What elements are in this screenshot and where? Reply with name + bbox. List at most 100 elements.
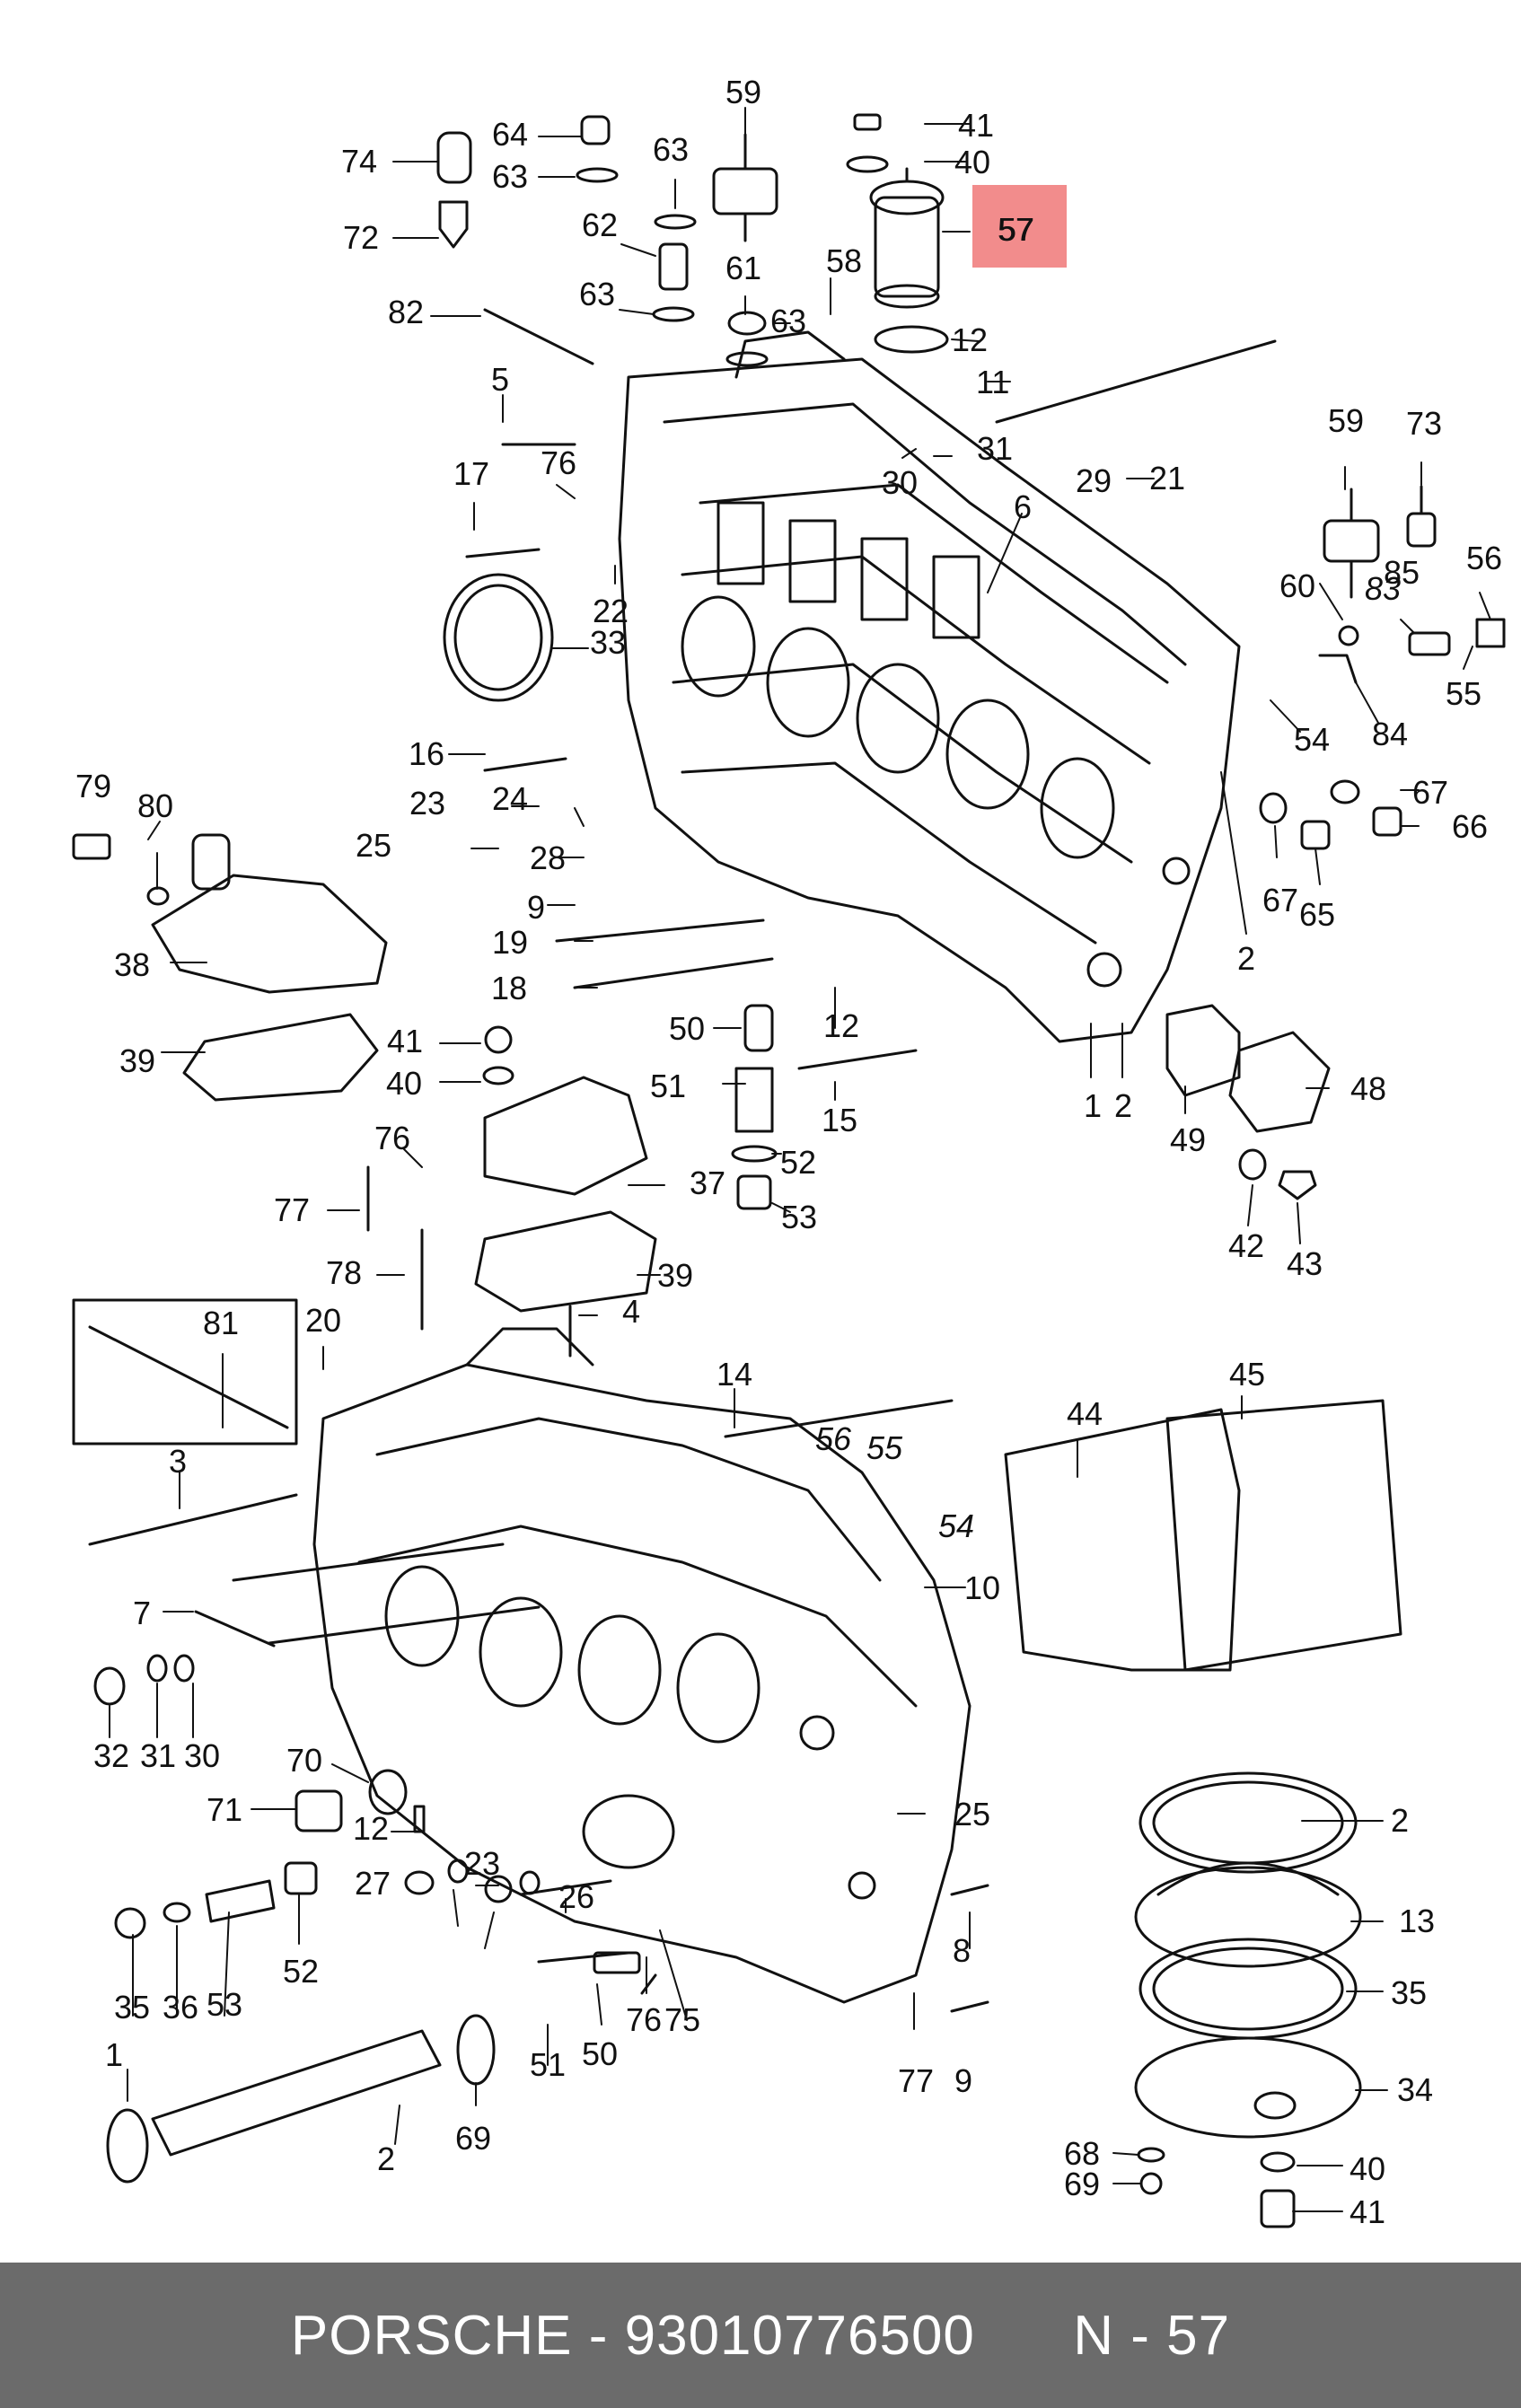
callout-label-26: 26 [558, 1878, 594, 1915]
handwritten-label-54: 54 [938, 1507, 974, 1544]
lower-crankcase-half [312, 1327, 972, 2004]
callout-label-15: 15 [822, 1102, 857, 1138]
callout-label-74: 74 [341, 143, 377, 180]
callout-label-37: 37 [690, 1164, 725, 1201]
callout-label-63: 63 [653, 131, 689, 168]
callout-label-6: 6 [1014, 488, 1032, 525]
callout-label-30: 30 [184, 1737, 220, 1774]
callout-label-72: 72 [343, 219, 379, 256]
callout-label-78: 78 [326, 1254, 362, 1291]
callout-label-9: 9 [954, 2062, 972, 2099]
callout-label-4: 4 [622, 1293, 640, 1330]
callout-label-31: 31 [977, 430, 1013, 467]
footer-part-number: 93010776500 [624, 2304, 975, 2367]
footer-bar: PORSCHE - 93010776500 N - 57 [0, 2263, 1521, 2408]
callout-label-52: 52 [780, 1144, 816, 1181]
callout-label-51: 51 [650, 1068, 686, 1104]
callout-label-54: 54 [1294, 721, 1330, 758]
bottom-left-components [93, 1654, 989, 2184]
handwritten-label-55: 55 [866, 1429, 903, 1466]
handwritten-labels: 83 56 55 54 [815, 570, 1401, 1544]
footer-brand: PORSCHE [290, 2304, 573, 2367]
callout-label-19: 19 [492, 924, 528, 961]
callout-label-33: 33 [590, 624, 626, 661]
highlight-box [972, 185, 1067, 268]
callout-label-55: 55 [1446, 675, 1481, 712]
callout-label-21: 21 [1149, 460, 1185, 497]
callout-label-12: 12 [952, 321, 988, 358]
footer-gap [975, 2304, 1073, 2368]
callout-label-64: 64 [492, 116, 528, 153]
handwritten-label-83: 83 [1365, 570, 1401, 607]
callout-label-14: 14 [717, 1356, 752, 1393]
callout-label-25: 25 [954, 1796, 990, 1832]
callout-label-82: 82 [388, 294, 424, 330]
callout-label-76: 76 [626, 2001, 662, 2038]
part-57-housing [869, 167, 945, 309]
callout-label-63: 63 [492, 158, 528, 195]
callout-label-58: 58 [826, 242, 862, 279]
handwritten-label-56: 56 [815, 1420, 852, 1457]
callout-label-3: 3 [169, 1443, 187, 1480]
callout-label-77: 77 [898, 2062, 934, 2099]
callout-label-67: 67 [1412, 774, 1448, 811]
callout-label-9: 9 [527, 889, 545, 926]
sump-plates [1004, 1399, 1402, 2228]
right-side-components [1165, 485, 1506, 1200]
callout-label-56: 56 [1466, 540, 1502, 576]
highlight-label-57: 57 [998, 211, 1033, 248]
footer-separator-2 [608, 2304, 624, 2368]
studs [88, 308, 1277, 1648]
callout-label-51: 51 [530, 2046, 566, 2083]
callout-label-49: 49 [1170, 1121, 1206, 1158]
callout-label-81: 81 [203, 1305, 239, 1341]
callout-label-70: 70 [286, 1742, 322, 1779]
callout-label-50: 50 [669, 1010, 705, 1047]
callout-label-48: 48 [1350, 1070, 1386, 1107]
callout-label-5: 5 [491, 361, 509, 398]
callout-label-17: 17 [453, 455, 489, 492]
callout-label-39: 39 [657, 1257, 693, 1294]
callout-label-69: 69 [455, 2120, 491, 2157]
callout-label-2: 2 [1391, 1802, 1409, 1839]
callout-label-76: 76 [374, 1120, 410, 1156]
callout-label-41: 41 [958, 107, 994, 144]
callout-label-59: 59 [1328, 402, 1364, 439]
callout-label-65: 65 [1299, 896, 1335, 933]
callout-label-66: 66 [1452, 808, 1488, 845]
callout-label-7: 7 [133, 1595, 151, 1631]
callout-label-40: 40 [1350, 2150, 1385, 2187]
callout-label-53: 53 [207, 1986, 242, 2023]
callout-label-69: 69 [1064, 2166, 1100, 2202]
callout-label-41: 41 [387, 1023, 423, 1059]
callout-label-44: 44 [1067, 1395, 1103, 1432]
callout-label-35: 35 [114, 1989, 150, 2026]
callout-label-20: 20 [305, 1302, 341, 1339]
callout-label-79: 79 [75, 768, 111, 804]
callout-label-39: 39 [119, 1042, 155, 1079]
callout-label-42: 42 [1228, 1227, 1264, 1264]
callout-label-23: 23 [409, 785, 445, 822]
callout-label-2: 2 [1114, 1087, 1132, 1124]
footer-separator [572, 2304, 588, 2368]
callout-label-63: 63 [579, 276, 615, 312]
callout-label-10: 10 [964, 1569, 1000, 1606]
callout-label-34: 34 [1397, 2071, 1433, 2108]
callout-label-40: 40 [954, 144, 990, 180]
leader-lines [109, 107, 1491, 2212]
callout-label-57: 57 [998, 211, 1034, 248]
callout-label-77: 77 [274, 1191, 310, 1228]
callout-label-73: 73 [1406, 405, 1442, 442]
footer-sep-dash: - [588, 2304, 609, 2367]
callout-label-2: 2 [1237, 940, 1255, 977]
callout-label-1: 1 [1084, 1087, 1102, 1124]
callout-label-1: 1 [105, 2036, 123, 2073]
callout-label-28: 28 [530, 839, 566, 876]
callout-label-75: 75 [664, 2001, 700, 2038]
callout-label-30: 30 [882, 464, 918, 501]
callout-label-22: 22 [593, 593, 629, 629]
footer-ref: N - 57 [1073, 2304, 1231, 2367]
callout-label-60: 60 [1279, 567, 1315, 604]
callout-label-32: 32 [93, 1737, 129, 1774]
